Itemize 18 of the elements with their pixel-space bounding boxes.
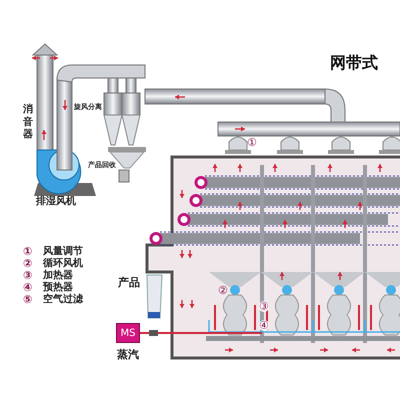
legend-number: ⑤	[23, 294, 32, 305]
part-label: 蒸汽	[117, 349, 139, 360]
part-label: 排湿风机	[36, 197, 76, 207]
legend-number: ②	[23, 258, 32, 269]
legend-text: 加热器	[43, 271, 73, 281]
part-label: 消音器	[23, 104, 34, 142]
steam-source-box: MS	[116, 323, 140, 343]
legend-text: 循环风机	[43, 259, 83, 269]
legend-number: ①	[23, 246, 32, 257]
legend-text: 预热器	[43, 283, 73, 293]
callout-number: ②	[218, 285, 228, 296]
part-label: 产品	[118, 277, 140, 288]
legend-text: 空气过滤	[43, 295, 83, 305]
legend-number: ④	[23, 282, 32, 293]
callout-number: ①	[247, 137, 257, 148]
title: 网带式	[330, 55, 378, 71]
legend-number: ③	[23, 270, 32, 281]
legend-text: 风量调节	[43, 247, 83, 257]
